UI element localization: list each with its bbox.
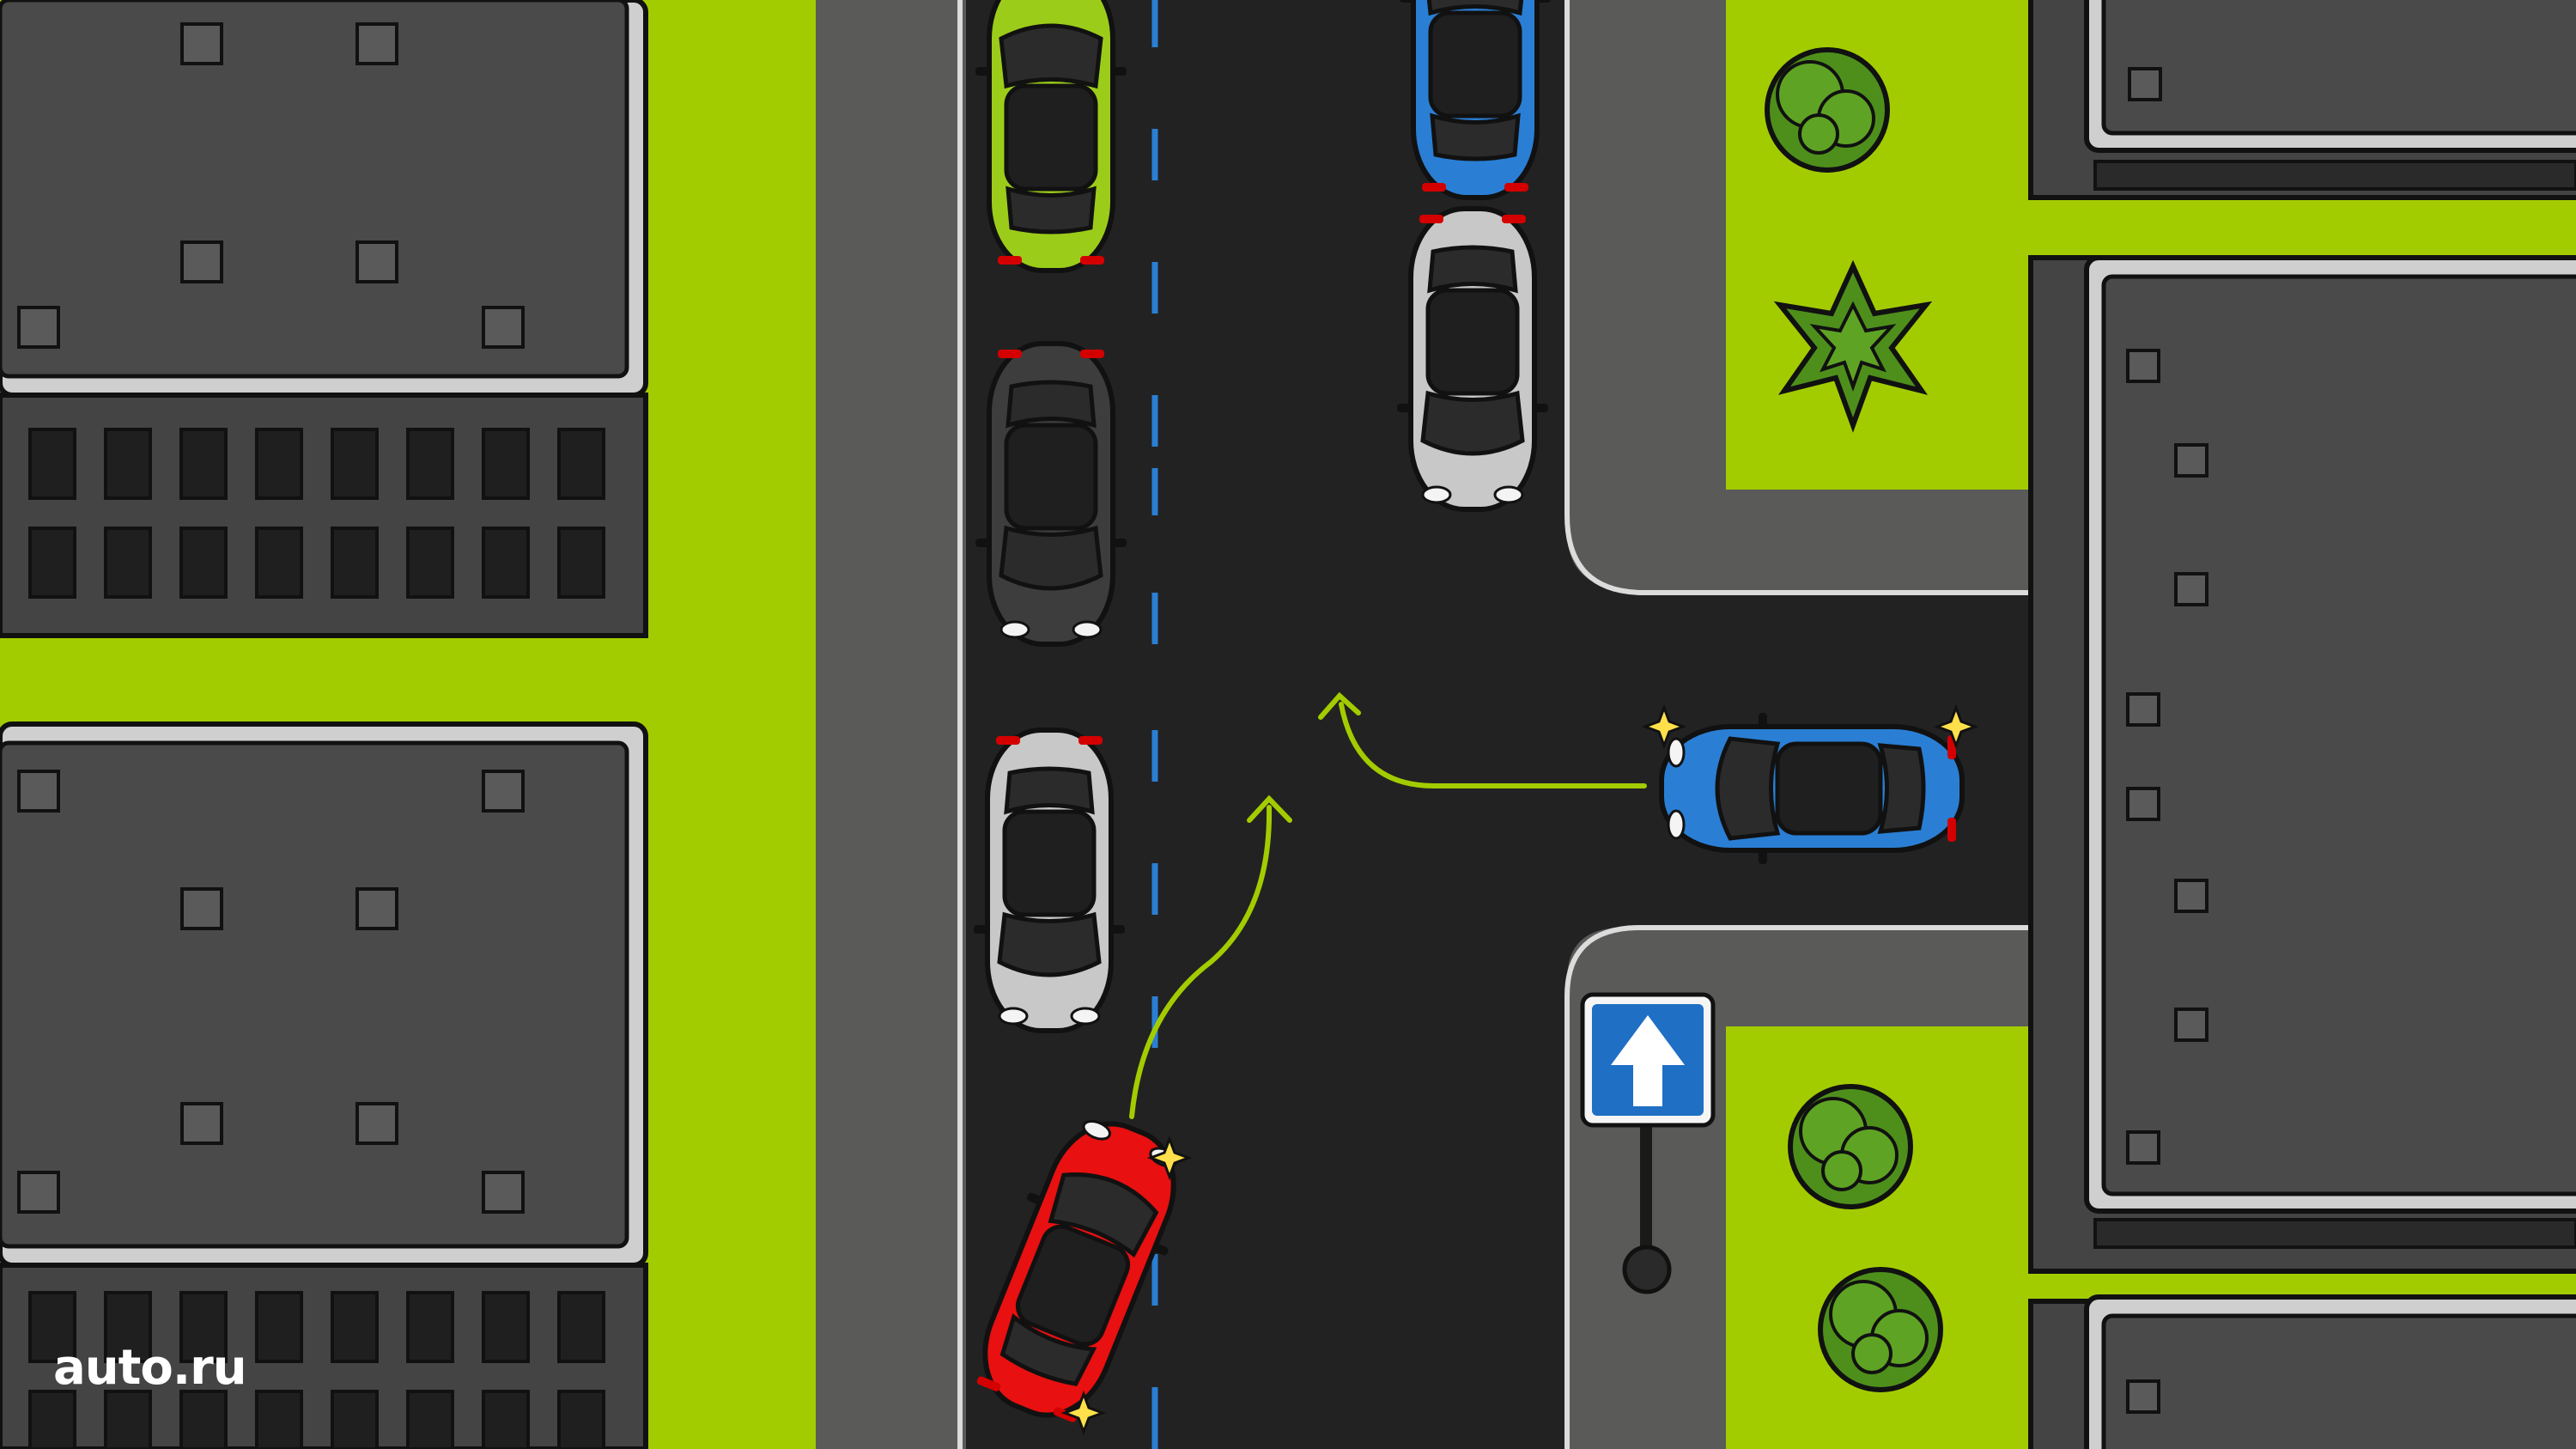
- building-right-top: [2028, 0, 2576, 200]
- building-right-bottom: [2028, 1294, 2576, 1449]
- right-sidewalk-bottom-band: [1726, 923, 2069, 1026]
- silver-car-right: [1397, 209, 1548, 509]
- arrow-up-icon: [1611, 1015, 1685, 1106]
- building-left-bottom-windows: [28, 1291, 605, 1449]
- roof-vents-right-middle: [2126, 349, 2208, 1165]
- green-car: [975, 0, 1127, 271]
- route-arrow-straight: [1129, 795, 1292, 1119]
- right-sidewalk-top: [1567, 0, 1726, 597]
- building-left-top-windows: [28, 428, 605, 599]
- building-right-middle: [2028, 255, 2576, 1274]
- bush-icon: [1820, 1269, 1941, 1390]
- grass-patch-right-top: [1726, 0, 2035, 490]
- star-bush-icon: [1773, 259, 1933, 433]
- blue-car-top: [1400, 0, 1551, 198]
- roof-vents-left-top: [17, 22, 525, 349]
- route-arrow-right-turn: [1318, 691, 1647, 788]
- silver-car-left: [974, 730, 1125, 1031]
- building-left-bottom: [0, 721, 648, 1449]
- blue-car-side-street: [1662, 713, 1962, 864]
- side-street-curb-bottom: [1564, 925, 2069, 1449]
- building-left-top: [0, 0, 648, 638]
- one-way-sign: [1580, 992, 1716, 1294]
- bush-icon: [1767, 50, 1887, 170]
- right-sidewalk-top-band: [1726, 490, 2069, 597]
- dark-car: [975, 344, 1127, 644]
- roof-vents-left-bottom: [17, 770, 525, 1214]
- side-street-curb-top: [1564, 0, 2069, 595]
- brand-logo[interactable]: auto.ru: [53, 1340, 247, 1396]
- left-sidewalk: [816, 0, 966, 1449]
- bush-icon: [1790, 1087, 1911, 1207]
